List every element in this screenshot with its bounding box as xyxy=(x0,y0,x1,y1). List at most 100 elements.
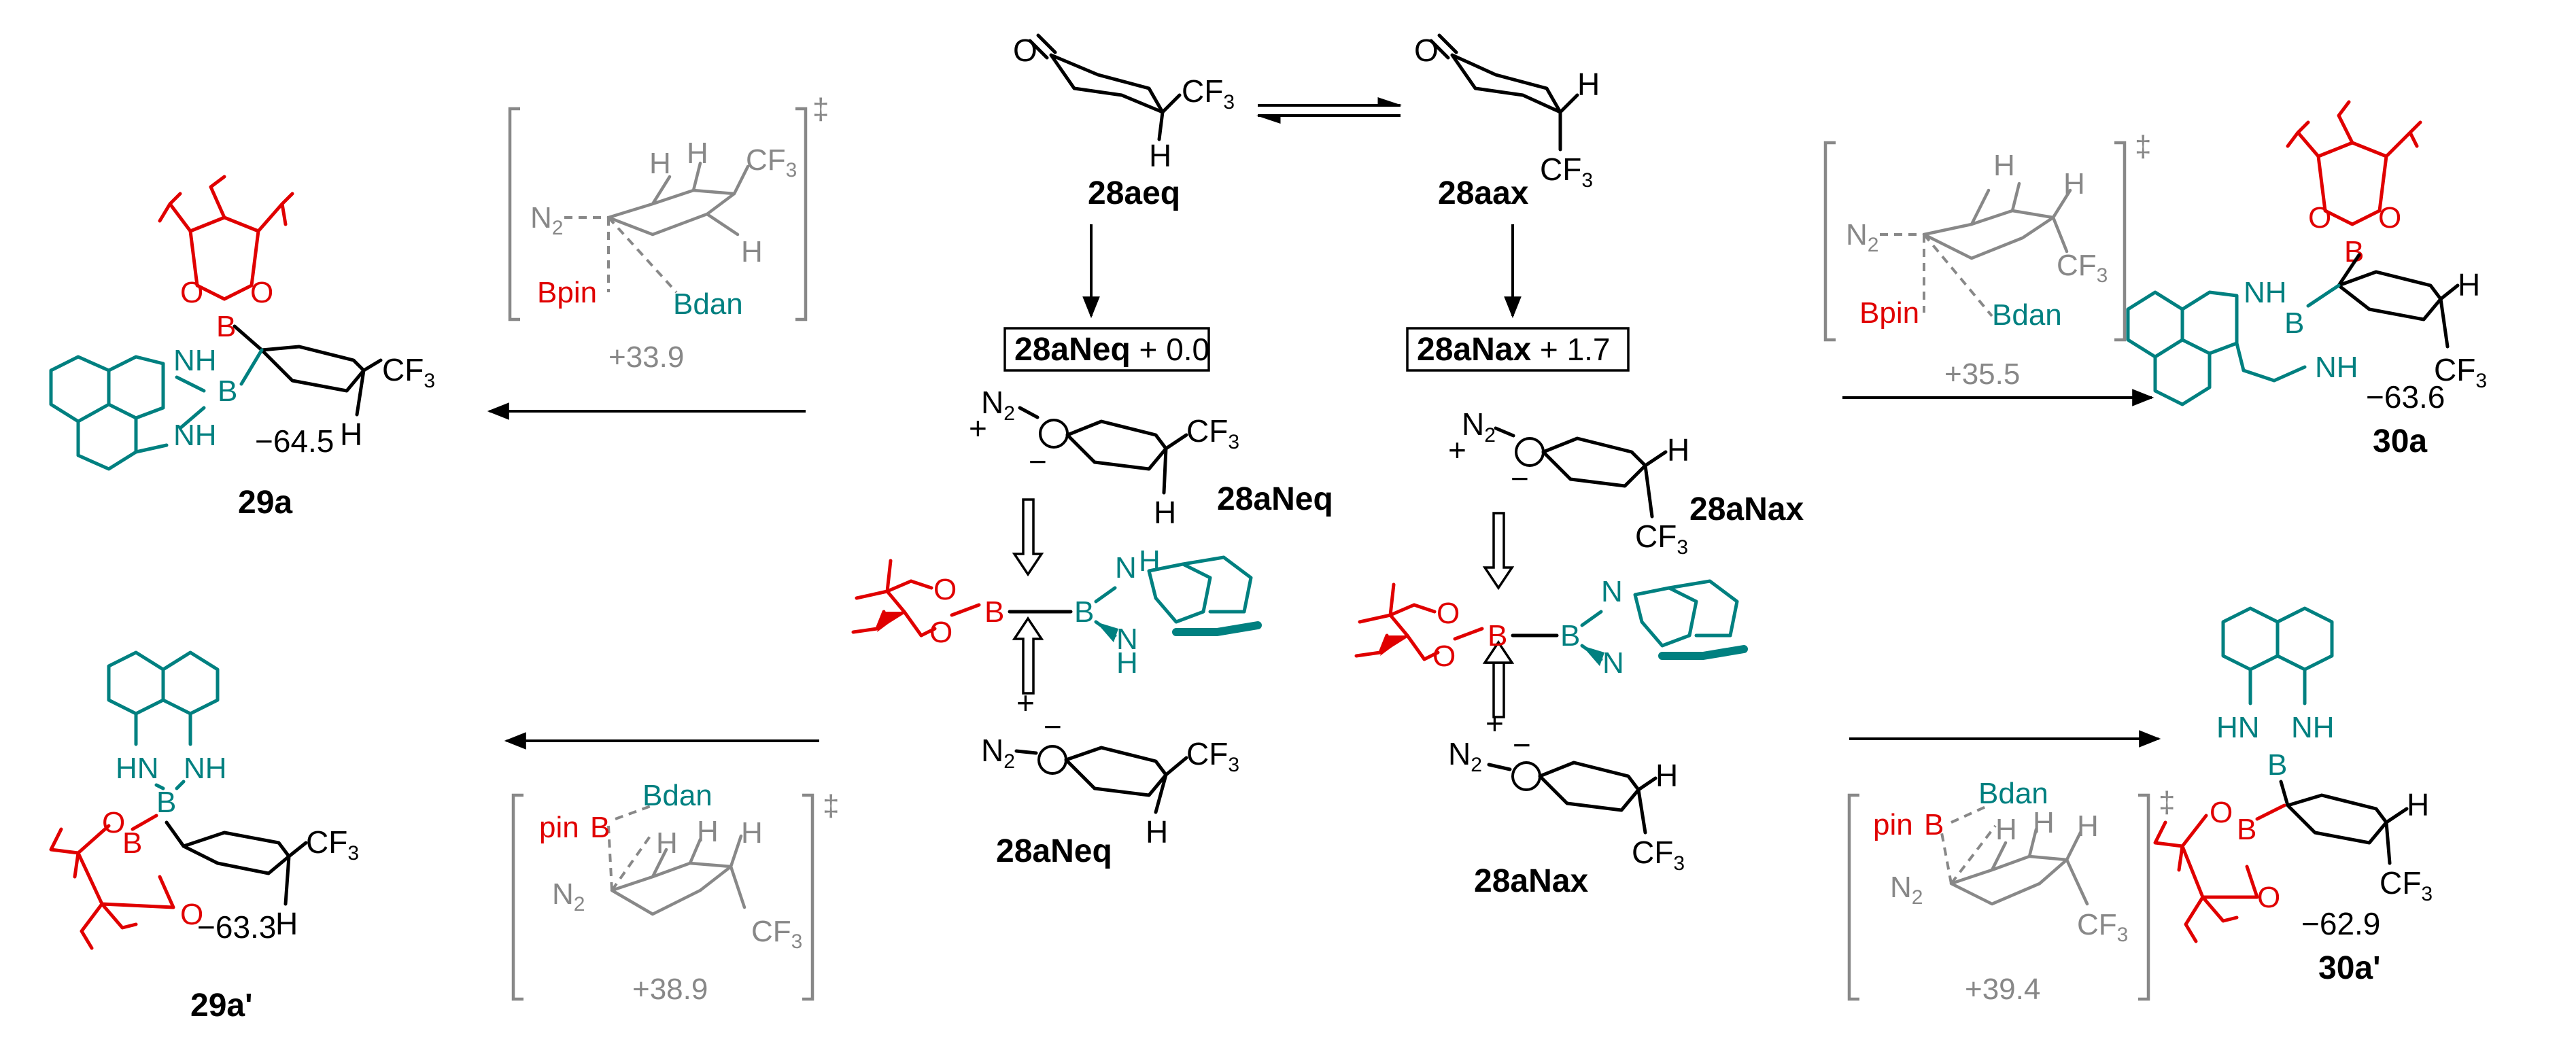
dan-h-bottom: H xyxy=(1116,646,1138,680)
minus-charge: − xyxy=(1029,444,1047,479)
ts-h: H xyxy=(2033,806,2055,839)
n2-label: N2 xyxy=(1448,736,1482,776)
ts-h: H xyxy=(1995,813,2017,846)
ts-n2: N2 xyxy=(1890,871,1923,909)
dan-b: B xyxy=(1074,595,1094,629)
n2-label: N2 xyxy=(1462,406,1496,447)
shift-29a-prime: −63.3 xyxy=(197,909,276,945)
diazo-label-28anax: 28aNax xyxy=(1689,491,1804,527)
h-label: H xyxy=(1655,758,1678,793)
bpin-o: O xyxy=(2257,881,2280,914)
ts-bdan: Bdan xyxy=(1978,777,2048,810)
ts-h: H xyxy=(697,815,719,848)
approach-arrow xyxy=(1482,512,1515,591)
label-30a-prime: 30a' xyxy=(2318,950,2381,986)
diazo-label-28aneq-lower: 28aNeq xyxy=(996,833,1112,869)
ts-h: H xyxy=(741,235,763,268)
ts-energy: +39.4 xyxy=(1965,973,2040,1006)
ts-cf3: CF3 xyxy=(2057,249,2108,287)
pin-b: B xyxy=(984,595,1004,629)
ts-h: H xyxy=(2063,167,2085,201)
dan-nh-top: N xyxy=(1115,551,1137,585)
product-30a: O O B B NH NH H CF3 −63.6 30a xyxy=(2126,100,2487,459)
ts-bdan: Bdan xyxy=(673,287,743,321)
diazo-label-28anax-lower: 28aNax xyxy=(1474,863,1588,899)
dan-b: B xyxy=(218,374,237,408)
minus-charge: − xyxy=(1513,727,1531,763)
ts-n2: N2 xyxy=(530,201,563,239)
ts-energy: +38.9 xyxy=(632,973,708,1006)
cf3-label: CF3 xyxy=(2434,352,2487,392)
shift-30a: −63.6 xyxy=(2366,379,2445,415)
ts-cf3: CF3 xyxy=(2077,908,2128,946)
cf3-label: CF3 xyxy=(1632,835,1685,875)
bpin-o: O xyxy=(180,276,203,309)
bpin-b: B xyxy=(122,826,142,860)
dan-b: B xyxy=(1560,619,1580,652)
ts-bpin: Bpin xyxy=(537,276,597,309)
dan-hn: HN xyxy=(2216,711,2260,744)
bpin-o: O xyxy=(250,276,273,309)
ts-pin: pin xyxy=(539,811,579,844)
box-28anax-energy: 28aNax + 1.7 xyxy=(1406,327,1630,372)
plus-charge: + xyxy=(969,411,987,446)
ts-energy: +33.9 xyxy=(608,341,684,374)
dan-nh: NH xyxy=(173,344,217,377)
ts-energy: +35.5 xyxy=(1944,358,2020,391)
plus-charge: + xyxy=(1016,685,1035,720)
h-label: H xyxy=(1667,432,1689,468)
approach-arrow xyxy=(1012,498,1044,577)
substrate-28aax: O H CF3 28aax xyxy=(1414,33,1600,211)
diboron-pinb-bdan-right: O O B B N N xyxy=(1354,575,1748,680)
h-label: H xyxy=(275,906,298,941)
diazo-28anax-upper: N2 + − H CF3 28aNax xyxy=(1448,406,1804,559)
carbonyl-o-label: O xyxy=(1013,33,1037,68)
cf3-label: CF3 xyxy=(1186,413,1239,453)
pin-o-bottom: O xyxy=(1432,640,1456,673)
cf3-label: CF3 xyxy=(1186,736,1239,776)
minus-charge: − xyxy=(1511,461,1529,496)
dan-nh-bottom: N xyxy=(1602,646,1624,680)
h-label: H xyxy=(1149,138,1171,173)
cf3-label: CF3 xyxy=(1182,73,1235,114)
boxed-28anax: 28aNax + 1.7 xyxy=(1417,332,1611,368)
bpin-o: O xyxy=(2378,201,2401,234)
dan-nh: NH xyxy=(173,419,217,452)
bpin-b: B xyxy=(2237,813,2256,846)
boxed-28aneq: 28aNeq + 0.0 xyxy=(1014,332,1209,368)
cf3-label: CF3 xyxy=(382,352,435,392)
minus-charge: − xyxy=(1044,709,1062,744)
pin-o-bottom: O xyxy=(929,616,952,649)
h-label: H xyxy=(2458,267,2480,302)
plus-charge: + xyxy=(1448,432,1466,468)
carbonyl-o-label: O xyxy=(1414,33,1439,68)
cf3-label: CF3 xyxy=(2380,865,2433,905)
equilibrium-arrows xyxy=(1256,97,1403,124)
pin-o-top: O xyxy=(933,573,957,606)
dan-nh-bottom: N xyxy=(1116,623,1138,656)
approach-arrow xyxy=(1012,616,1044,695)
ts-29a-prime: ‡ pin B Bdan N2 H H H CF3 +38.9 xyxy=(511,779,839,1006)
dan-b: B xyxy=(2267,748,2287,782)
cf3-label: CF3 xyxy=(306,824,359,865)
h-label: H xyxy=(1154,495,1176,530)
box-28aneq-energy: 28aNeq + 0.0 xyxy=(1003,327,1210,372)
label-29a: 29a xyxy=(238,485,292,521)
h-label: H xyxy=(1577,67,1600,102)
ts-h: H xyxy=(687,137,708,170)
dan-nh: NH xyxy=(2244,276,2287,309)
approach-arrow xyxy=(1482,640,1515,664)
bpin-o: O xyxy=(2210,796,2233,829)
bpin-o: O xyxy=(180,898,203,931)
ts-bdan: Bdan xyxy=(1992,298,2062,332)
ts-dagger: ‡ xyxy=(2135,130,2151,163)
plus-charge: + xyxy=(1486,705,1504,741)
ts-b: B xyxy=(590,811,610,844)
dan-hn: HN xyxy=(116,752,159,785)
ts-cf3: CF3 xyxy=(751,915,802,953)
diazo-28aneq-lower: N2 + − CF3 H 28aNeq xyxy=(981,685,1239,869)
h-label: H xyxy=(340,417,362,452)
cf3-label: CF3 xyxy=(1635,519,1688,559)
substrate-28aeq: O CF3 H 28aeq xyxy=(1013,33,1235,211)
